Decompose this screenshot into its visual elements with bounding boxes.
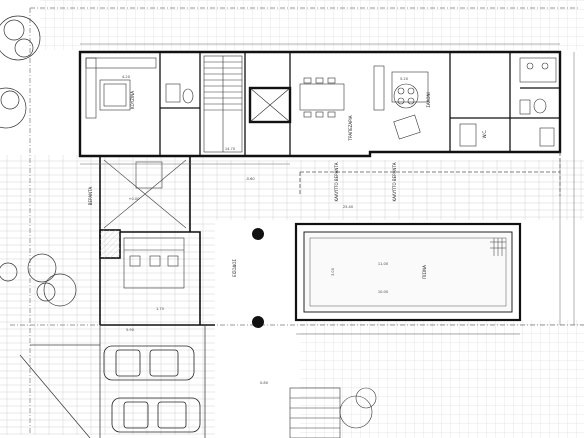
entrance-x-marks (103, 159, 187, 229)
interior-walls (159, 52, 560, 156)
wc-fixtures (165, 83, 194, 104)
car-2 (111, 397, 201, 433)
room-label-verandah-right: ΚΑΛΥΠΤΟ ΒΕΡΑΝΤΑ (392, 162, 397, 201)
level-b: -0.60 (245, 177, 255, 181)
room-label-entrance: ΕΙΣΟΔΟΣ (232, 259, 237, 277)
columns (252, 228, 264, 328)
kitchen-fixtures (85, 57, 157, 119)
wall-hatch-left (100, 230, 120, 258)
dim-side: 25.40 (343, 205, 354, 209)
dim-a: 4.20 (122, 75, 131, 79)
house-outline (78, 50, 562, 158)
dim-pool-depth: 3.00 (331, 267, 335, 276)
bottom-steps (289, 387, 377, 438)
driveway-edge (19, 325, 206, 438)
paving-right (215, 160, 584, 220)
dim-pool-width: 10.00 (378, 290, 389, 294)
paving-top (40, 0, 584, 50)
room-label-pool: ΠΙΣΙΝΑ (422, 265, 427, 279)
staircase (203, 55, 243, 153)
room-label-wc: W.C. (482, 130, 487, 139)
dim-e: 0.80 (260, 381, 269, 385)
dim-overall-width: 14.70 (225, 147, 236, 151)
pool (294, 222, 522, 322)
bathroom-fixtures (459, 57, 557, 147)
lift-shaft (249, 87, 291, 123)
room-label-dining: ΤΡΑΠΕΖΑΡΙΑ (348, 115, 353, 141)
room-label-living: ΣΑΛΟΝΙ (426, 92, 431, 107)
property-boundary (10, 7, 584, 435)
dimension-lines (80, 43, 575, 335)
room-label-verandah-mid: ΚΑΛΥΠΤΟ ΒΕΡΑΝΤΑ (334, 162, 339, 201)
garden-right (300, 320, 584, 438)
dining-table (299, 77, 345, 118)
car-1 (103, 345, 195, 381)
kitchen-block (123, 237, 185, 289)
dim-d: 1.75 (156, 307, 164, 311)
room-label-kitchen: ΚΟΥΖΙΝΑ (130, 91, 135, 109)
dim-pool-length: 11.00 (378, 262, 389, 266)
room-label-verandah-left: ΒΕΡΑΝΤΑ (88, 186, 93, 205)
dim-c: 5.90 (126, 328, 135, 332)
level-a: +0.00 (128, 197, 140, 201)
dim-b: 5.20 (400, 77, 409, 81)
paving-left (0, 155, 215, 435)
tree-cluster-topleft (0, 15, 77, 307)
living-furniture (373, 65, 429, 140)
